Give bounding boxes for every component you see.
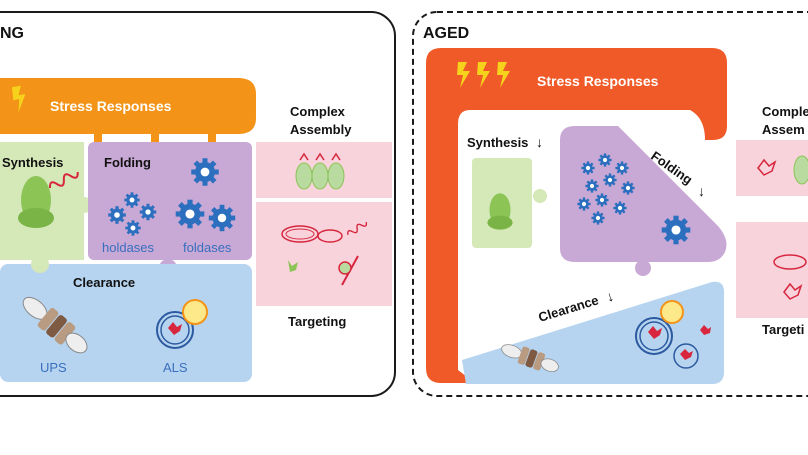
young-folding-label: Folding (104, 155, 151, 170)
autophagosome-icon (156, 299, 208, 349)
aged-complex-label-2: Assem (762, 122, 805, 137)
mitochondria-icon (773, 254, 807, 270)
aged-folding-box: Folding ↓ (560, 126, 727, 276)
holdases-label: holdases (102, 240, 155, 255)
aged-complex-label-1: Comple (762, 104, 808, 119)
aged-synthesis-box: Synthesis ↓ (345, 134, 547, 248)
young-stress-label: Stress Responses (50, 98, 172, 114)
misfolded-protein-icon (757, 158, 777, 176)
proteasome-icon (501, 344, 559, 372)
aged-clearance-decrease-icon: ↓ (604, 288, 615, 305)
young-synthesis-box: Synthesis (0, 142, 92, 260)
aged-panel: AGED Stress Responses Synthesis ↓ Foldin… (345, 11, 808, 397)
aged-clearance-box: Clearance ↓ (462, 281, 724, 384)
young-synthesis-label: Synthesis (2, 155, 63, 170)
young-targeting-label: Targeting (288, 314, 346, 329)
mitochondria-icon (281, 225, 343, 243)
aged-stress-label: Stress Responses (537, 73, 659, 89)
aged-targeting-label: Targeti (762, 322, 804, 337)
young-folding-box: Folding holdases foldases (88, 142, 252, 277)
foldase-gear-icon (661, 215, 691, 245)
young-complex-label-2: Assembly (290, 122, 352, 137)
ups-label: UPS (40, 360, 67, 375)
als-label: ALS (163, 360, 188, 375)
young-targeting-box: Targeting (256, 202, 392, 329)
young-complex-label-1: Complex (290, 104, 346, 119)
aged-folding-decrease-icon: ↓ (698, 183, 705, 199)
aged-stress-banner: Stress Responses (426, 48, 727, 383)
membrane-insertion-icon (338, 255, 359, 286)
young-panel-title: NG (0, 25, 24, 42)
aged-synthesis-label: Synthesis (467, 135, 528, 150)
young-complex-assembly-box: Complex Assembly (256, 104, 392, 198)
young-stress-banner: Stress Responses (0, 78, 256, 142)
proteasome-icon (22, 296, 88, 354)
aged-complex-assembly-box: Comple Assem (736, 104, 808, 196)
aged-panel-title: AGED (423, 25, 469, 42)
young-panel: NG Stress Responses Synthesis Folding (0, 11, 396, 397)
aged-targeting-box: Targeti (736, 222, 808, 337)
chaperone-client-icon (288, 260, 298, 272)
aged-synthesis-decrease-icon: ↓ (536, 134, 543, 150)
protein-complex-icon (295, 152, 345, 190)
young-clearance-label: Clearance (73, 275, 135, 290)
foldases-label: foldases (183, 240, 232, 255)
misfolded-protein-icon (783, 282, 803, 300)
protein-complex-icon (793, 155, 808, 185)
young-clearance-box: Clearance UPS ALS (0, 255, 252, 382)
autophagosome-icon (635, 300, 711, 369)
